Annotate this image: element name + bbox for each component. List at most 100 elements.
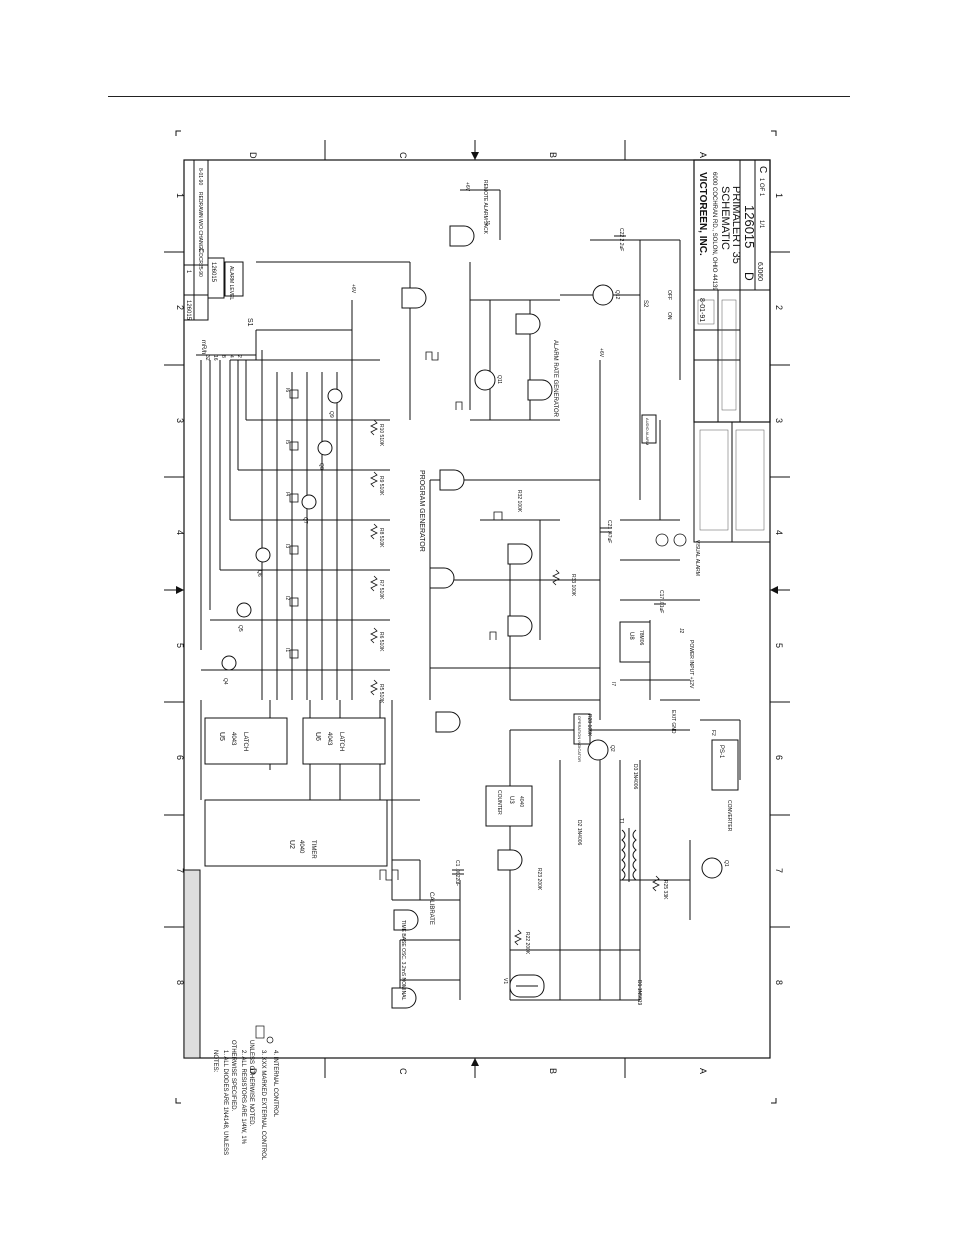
s1-label: S1 bbox=[246, 318, 253, 327]
label-r25: R25 33K bbox=[662, 880, 668, 900]
zone-bottom-a: A bbox=[698, 1068, 708, 1074]
q12-transistor bbox=[592, 284, 614, 306]
q7-transistor bbox=[301, 494, 317, 510]
zone-top-d: D bbox=[248, 152, 258, 159]
zone-right-6: 6 bbox=[774, 755, 784, 760]
label-q2: Q2 bbox=[609, 745, 615, 752]
q4-transistor bbox=[221, 655, 237, 671]
q9-transistor bbox=[327, 388, 343, 404]
label-r9: R9 510K bbox=[378, 476, 384, 496]
gate-u7-b bbox=[449, 225, 475, 247]
gate-u1-a bbox=[391, 987, 417, 1009]
zone-bottom-c: C bbox=[398, 1068, 408, 1075]
chip-u6: U6 4043 LATCH bbox=[302, 717, 386, 765]
q1-transistor bbox=[701, 857, 723, 879]
label-r10: R10 510K bbox=[378, 424, 384, 447]
rate-32: 32 bbox=[204, 355, 210, 361]
note-4: 4. INTERNAL CONTROL bbox=[272, 1050, 278, 1118]
chip-u2: U2 4040 TIMER bbox=[204, 799, 388, 867]
zone-left-4: 4 bbox=[175, 530, 185, 535]
drawing-number: 126015 bbox=[742, 205, 757, 248]
plus6v-label-3: +6V bbox=[464, 182, 470, 192]
led-indicators bbox=[289, 389, 687, 659]
label-c1: C1 .0022uF bbox=[454, 860, 460, 886]
u3-part: 4040 bbox=[518, 796, 524, 807]
u3-func: COUNTER bbox=[496, 790, 502, 815]
label-q5: Q5 bbox=[237, 625, 243, 632]
u3-name: U3 bbox=[508, 796, 514, 804]
converter-box: PS-1 CONVERTER bbox=[711, 739, 739, 832]
transistors bbox=[221, 284, 723, 879]
note-2b: UNLESS OTHERWISE NOTED. bbox=[248, 1040, 254, 1127]
i2-led bbox=[289, 597, 299, 607]
zone-left-3: 3 bbox=[175, 418, 185, 423]
label-q1: Q1 bbox=[723, 860, 729, 867]
revision-block: 126015 1 C REDRAWN W/O CHANGE DCR25-90 8… bbox=[183, 159, 244, 321]
u8-part: 78M06 bbox=[638, 630, 644, 646]
alarm-rate-generator-label: ALARM RATE GENERATOR bbox=[552, 340, 558, 418]
label-j1: J1 bbox=[484, 220, 490, 226]
note-3: 3. XXX MARKED EXTERNAL CONTROL bbox=[260, 1050, 266, 1161]
rate-4: 4 bbox=[228, 355, 234, 358]
zone-left-1: 1 bbox=[175, 193, 185, 198]
visual-alarm-label: VISUAL ALARM bbox=[694, 540, 700, 576]
label-r28: R28 100K bbox=[586, 714, 592, 737]
zone-right-1: 1 bbox=[774, 193, 784, 198]
zone-right-8: 8 bbox=[774, 980, 784, 985]
label-i5: I5 bbox=[284, 440, 290, 444]
label-d2: D2 1N4006 bbox=[576, 820, 582, 846]
zone-top-a: A bbox=[698, 152, 708, 158]
drawing-title-1: SCHEMATIC bbox=[719, 186, 731, 250]
rate-16: 16 bbox=[212, 355, 218, 361]
zone-top-c: C bbox=[398, 152, 408, 159]
power-input-label: POWER INPUT +12V bbox=[688, 640, 694, 689]
capacitor-symbols bbox=[452, 235, 666, 875]
header-rule bbox=[108, 96, 850, 97]
remote-alarm-label: REMOTE ALARM JACK bbox=[482, 180, 488, 235]
label-r5: R5 510K bbox=[378, 684, 384, 704]
chip-u8: U8 78M06 bbox=[619, 621, 651, 663]
u5-part: 4043 bbox=[230, 732, 236, 746]
title-block: VICTOREEN, INC. 6000 COCHRAN RD., SOLON,… bbox=[693, 159, 771, 543]
u6-name: U6 bbox=[314, 732, 321, 741]
operation-indicator-label: OPERATION INDICATOR bbox=[577, 716, 582, 762]
s2-label: S2 bbox=[642, 300, 648, 308]
u5-func: LATCH bbox=[242, 732, 248, 751]
drawing-title-2: PRIMALERT 35 bbox=[730, 186, 742, 264]
label-c21: C17 .01uF bbox=[658, 590, 664, 613]
u5-name: U5 bbox=[218, 732, 225, 741]
drawing-sheet: 1 OF 1 bbox=[758, 178, 764, 197]
gate-u7-c bbox=[515, 313, 541, 335]
company-address: 6000 COCHRAN RD., SOLON, OHIO 44139 bbox=[711, 172, 717, 291]
zone-bottom-d: D bbox=[248, 1068, 258, 1075]
converter-label: CONVERTER bbox=[726, 800, 732, 832]
gate-u1-d bbox=[435, 711, 461, 733]
label-f2: F2 bbox=[710, 730, 716, 736]
notes-title: NOTES: bbox=[212, 1050, 218, 1073]
gate-u7-d bbox=[527, 379, 553, 401]
u6-func: LATCH bbox=[338, 732, 344, 751]
drawing-date: 8-01-91 bbox=[698, 298, 705, 322]
chip-u3: COUNTER U3 4040 bbox=[485, 785, 533, 827]
i1-led bbox=[289, 649, 299, 659]
company-name: VICTOREEN, INC. bbox=[697, 172, 708, 256]
rate-2: 2 bbox=[236, 355, 242, 358]
rev-desc: REDRAWN W/O CHANGE DCR25-90 bbox=[197, 192, 203, 277]
label-q6: Q6 bbox=[256, 570, 262, 577]
zone-left-5: 5 bbox=[175, 643, 185, 648]
label-q9: Q9 bbox=[328, 411, 334, 418]
resistor-symbols bbox=[370, 419, 660, 946]
label-r33: R33 100K bbox=[570, 574, 576, 597]
i3-led bbox=[289, 545, 299, 555]
gate-u4-d bbox=[439, 469, 465, 491]
q6-transistor bbox=[255, 547, 271, 563]
zone-top-b: B bbox=[548, 152, 558, 158]
label-q12: Q12 bbox=[614, 290, 620, 300]
gate-u4-b bbox=[507, 615, 533, 637]
gate-u7-a bbox=[401, 287, 427, 309]
label-i6: I6 bbox=[284, 388, 290, 392]
drawing-scale: 1/1 bbox=[758, 220, 764, 229]
rev-date: 8-01-90 bbox=[197, 168, 203, 185]
u2-part: 4040 bbox=[298, 840, 304, 854]
